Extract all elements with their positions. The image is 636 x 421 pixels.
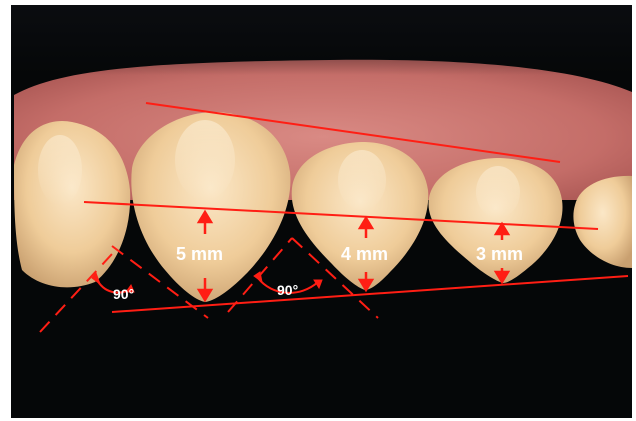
measurement-label-4mm: 4 mm <box>341 244 388 264</box>
measurement-label-3mm: 3 mm <box>476 244 523 264</box>
angle-label-left: 90° <box>113 286 134 302</box>
angle-label-right: 90° <box>277 282 298 298</box>
gum-shadow <box>11 5 632 75</box>
measurement-label-5mm: 5 mm <box>176 244 223 264</box>
